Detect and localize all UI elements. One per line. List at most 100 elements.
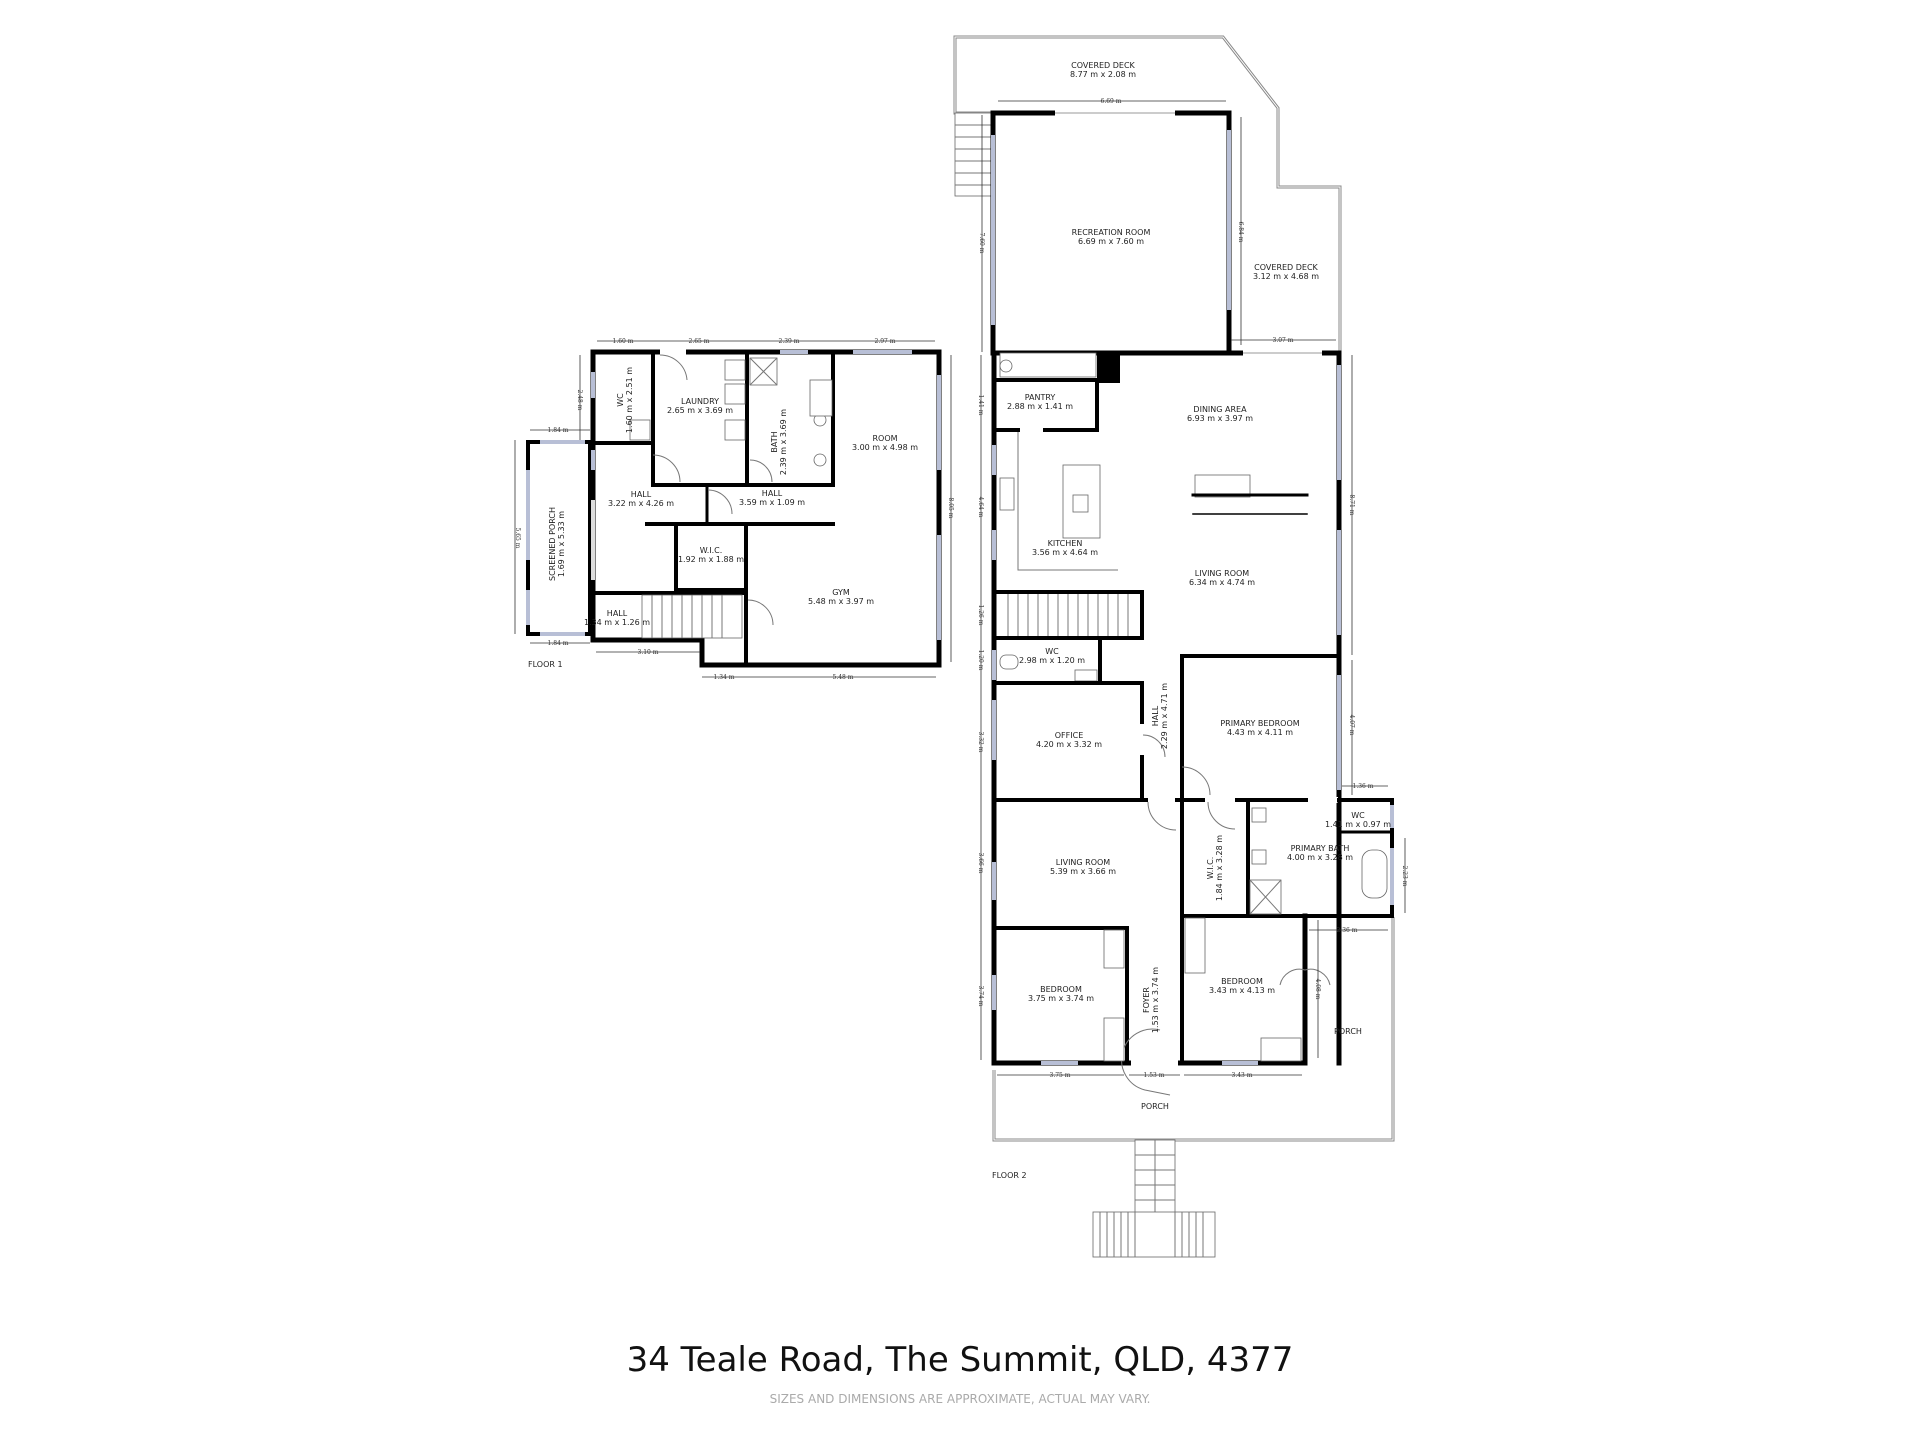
- floor-1-plan: 1.60 m 2.65 m 2.39 m 2.97 m 2.48 m 1.84 …: [514, 338, 954, 681]
- dim-label: 2.36 m: [1337, 927, 1358, 934]
- room-size: 3.22 m x 4.26 m: [608, 499, 674, 508]
- laundry-tub: [724, 419, 746, 441]
- chimney-block: [1097, 353, 1120, 383]
- door-swing: [652, 454, 681, 483]
- room-name: W.I.C.: [1206, 857, 1215, 880]
- dim-label: 8.71 m: [1348, 495, 1355, 516]
- wc-basin: [1074, 669, 1098, 682]
- french-door: [1279, 968, 1331, 986]
- counter: [999, 352, 1097, 378]
- room-size: 8.77 m x 2.08 m: [1070, 70, 1136, 79]
- dim-label: 1.84 m: [548, 640, 569, 647]
- floor-1-dimensions: [514, 340, 952, 678]
- room-name: GYM: [832, 588, 850, 597]
- basin: [1251, 849, 1267, 865]
- covered-deck-railing: [953, 35, 1342, 353]
- dim-label: 3.43 m: [1232, 1072, 1253, 1079]
- dim-label: 1.26 m: [977, 605, 984, 626]
- wic-wall: [674, 522, 748, 592]
- room-name: WC: [1045, 647, 1059, 656]
- room-size: 2.29 m x 4.71 m: [1160, 683, 1169, 749]
- room-size: 1.53 m x 3.74 m: [1151, 967, 1160, 1033]
- wardrobe: [1260, 1037, 1302, 1062]
- floor-1-label: FLOOR 1: [528, 660, 563, 669]
- door-swing: [1181, 766, 1211, 796]
- stair-wall: [591, 591, 748, 667]
- front-stairs: [1092, 1139, 1216, 1258]
- dim-label: 1.41 m: [977, 395, 984, 416]
- room-size: 4.43 m x 4.11 m: [1227, 728, 1293, 737]
- room-name: LIVING ROOM: [1056, 858, 1111, 867]
- floor-2-room-labels: COVERED DECK 8.77 m x 2.08 m RECREATION …: [1007, 61, 1391, 1111]
- dim-label: 5.48 m: [833, 674, 854, 681]
- room-hall: HALL 2.29 m x 4.71 m: [1151, 683, 1169, 749]
- wardrobe: [1103, 1017, 1125, 1062]
- room-size: 1.60 m x 2.51 m: [625, 367, 634, 433]
- door-swing: [747, 599, 774, 626]
- dim-label: 1.84 m: [548, 427, 569, 434]
- dim-label: 2.48 m: [576, 390, 583, 411]
- dim-label: 3.32 m: [977, 732, 984, 753]
- room-size: 6.69 m x 7.60 m: [1078, 237, 1144, 246]
- room-size: 1.41 m x 0.97 m: [1325, 820, 1391, 829]
- kitchen-bench: [1017, 432, 1118, 571]
- floor-1-outer-wall: [590, 349, 942, 668]
- room-name: BEDROOM: [1221, 977, 1263, 986]
- room-size: 1.92 m x 1.88 m: [678, 555, 744, 564]
- room-name: LIVING ROOM: [1195, 569, 1250, 578]
- room-name: COVERED DECK: [1254, 263, 1318, 272]
- floor-1-dimension-labels: 1.60 m 2.65 m 2.39 m 2.97 m 2.48 m 1.84 …: [514, 338, 954, 681]
- room-name: RECREATION ROOM: [1072, 228, 1151, 237]
- floor-2-plan: 6.69 m 7.60 m 6.84 m 3.07 m 1.41 m 4.64 …: [953, 35, 1408, 1258]
- kitchen-sink: [1072, 494, 1089, 513]
- wc-basin: [629, 419, 651, 441]
- floor-2-dimensions: [980, 100, 1406, 1076]
- door-swing: [749, 459, 773, 483]
- room-size: 1.34 m x 1.26 m: [584, 618, 650, 627]
- room-name: PANTRY: [1025, 393, 1056, 402]
- room-size: 3.43 m x 4.13 m: [1209, 986, 1275, 995]
- floor-2-stairs: [1007, 594, 1129, 636]
- room-foyer: FOYER 1.53 m x 3.74 m: [1142, 967, 1160, 1033]
- room-name: HALL: [762, 489, 783, 498]
- room-size: 3.59 m x 1.09 m: [739, 498, 805, 507]
- east-wall: [1226, 350, 1342, 1066]
- room-wc: WC 1.60 m x 2.51 m: [616, 367, 634, 433]
- dim-label: 1.53 m: [1144, 1072, 1165, 1079]
- room-size: 4.20 m x 3.32 m: [1036, 740, 1102, 749]
- dim-label: 2.23 m: [1401, 866, 1408, 887]
- south-wall: [991, 913, 1308, 1066]
- room-size: 6.34 m x 4.74 m: [1189, 578, 1255, 587]
- suite-wall: [1180, 798, 1394, 918]
- room-wic: W.I.C. 1.84 m x 3.28 m: [1206, 835, 1224, 901]
- toilet: [999, 654, 1019, 670]
- room-size: 1.84 m x 3.28 m: [1215, 835, 1224, 901]
- room-size: 3.00 m x 4.98 m: [852, 443, 918, 452]
- property-address-title: 34 Teale Road, The Summit, QLD, 4377: [626, 1340, 1294, 1380]
- dim-label: 1.60 m: [613, 338, 634, 345]
- laundry-cabinet: [724, 359, 746, 381]
- room-size: 2.39 m x 3.69 m: [779, 409, 788, 475]
- room-size: 6.93 m x 3.97 m: [1187, 414, 1253, 423]
- room-name: W.I.C.: [700, 546, 723, 555]
- room-name: BEDROOM: [1040, 985, 1082, 994]
- room-name: WC: [1351, 811, 1365, 820]
- dim-label: 3.07 m: [1273, 337, 1294, 344]
- dim-label: 7.60 m: [978, 233, 985, 254]
- deck-stairs: [954, 112, 993, 197]
- room-size: 5.48 m x 3.97 m: [808, 597, 874, 606]
- laundry-bath-wall: [651, 350, 835, 487]
- door-swing: [659, 354, 688, 381]
- laundry-cabinet: [724, 383, 746, 405]
- room-screened-porch: SCREENED PORCH 1.69 m x 5.33 m: [548, 507, 566, 581]
- basin: [813, 453, 827, 467]
- room-name: PORCH: [1334, 1027, 1362, 1036]
- room-size: 1.69 m x 5.33 m: [557, 511, 566, 577]
- disclaimer-text: SIZES AND DIMENSIONS ARE APPROXIMATE, AC…: [769, 1392, 1151, 1406]
- floor-1-room-labels: WC 1.60 m x 2.51 m LAUNDRY 2.65 m x 3.69…: [548, 367, 918, 627]
- dim-label: 6.84 m: [1237, 222, 1244, 243]
- wardrobe: [1184, 917, 1206, 974]
- dim-label: 1.20 m: [977, 650, 984, 671]
- room-name: HALL: [631, 490, 652, 499]
- fireplace-unit: [1194, 474, 1251, 498]
